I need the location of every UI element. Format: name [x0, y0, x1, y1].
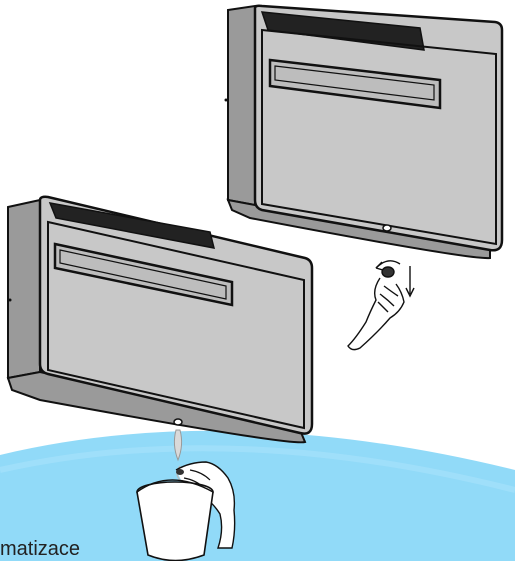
hand-unscrew-cap — [348, 261, 414, 350]
caption-text: matizace — [0, 538, 80, 561]
ac-unit-top — [225, 6, 503, 258]
ac-unit-bottom — [8, 197, 312, 443]
